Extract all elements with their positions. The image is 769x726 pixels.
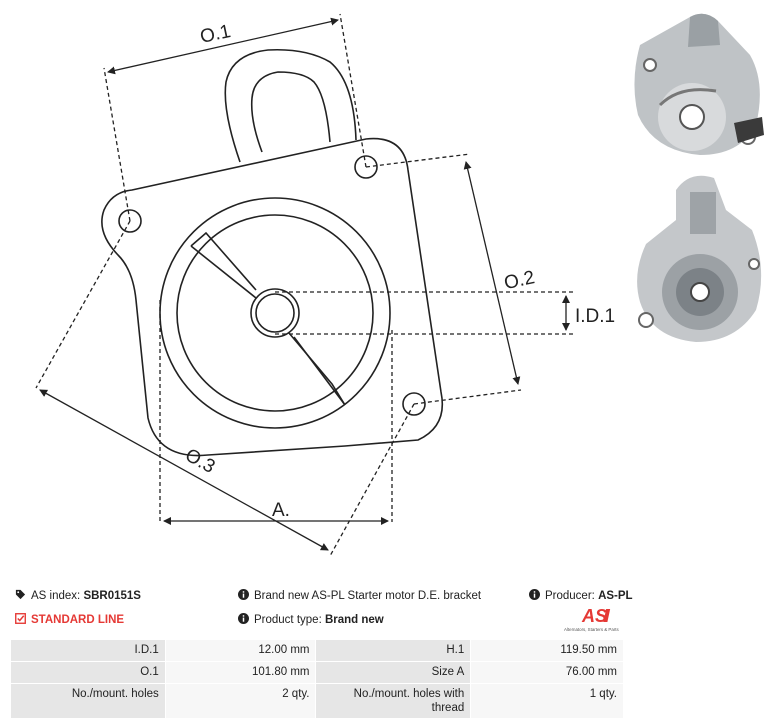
info-icon (238, 613, 249, 624)
label-id1: I.D.1 (575, 306, 615, 327)
spec-label: No./mount. holes with thread (315, 683, 472, 719)
table-row: O.1 101.80 mm Size A 76.00 mm (10, 661, 624, 684)
label-o3: O.3 (181, 445, 218, 478)
product-type-value: Brand new (324, 614, 384, 626)
product-photo-top[interactable] (630, 5, 769, 165)
label-a: A. (272, 500, 290, 521)
dim-o2 (463, 161, 521, 385)
specs-table: I.D.1 12.00 mm H.1 119.50 mm O.1 101.80 … (10, 639, 624, 719)
product-description: Brand new AS-PL Starter motor D.E. brack… (238, 589, 481, 602)
bracket-technical-drawing: O.1 O.2 O.3 I.D.1 A. (35, 13, 615, 557)
shaft-hole-inner (255, 293, 295, 333)
as-pl-logo: AS Alternators, Starters & Parts (564, 606, 619, 632)
as-index-value: SBR0151S (83, 590, 141, 602)
standard-line-badge: STANDARD LINE (15, 613, 124, 626)
inner-bore (176, 214, 374, 412)
info-icon (529, 589, 540, 600)
label-o2: O.2 (502, 267, 536, 294)
spec-value: 2 qty. (164, 683, 317, 719)
spec-value: 101.80 mm (164, 661, 317, 684)
shaft-hole-outer (250, 288, 300, 338)
producer-value: AS-PL (598, 590, 633, 602)
as-index: AS index: SBR0151S (15, 589, 141, 602)
tags-icon (15, 589, 26, 600)
check-square-icon (15, 613, 26, 624)
table-row: I.D.1 12.00 mm H.1 119.50 mm (10, 639, 624, 662)
product-photo-bottom[interactable] (630, 170, 769, 345)
table-row: No./mount. holes 2 qty. No./mount. holes… (10, 683, 624, 719)
dim-o3 (39, 389, 329, 551)
product-type: Product type: Brand new (238, 613, 384, 626)
spec-value: 119.50 mm (470, 639, 624, 662)
lifting-eye-inner (250, 71, 331, 153)
info-icon (238, 589, 249, 600)
spec-value: 1 qty. (470, 683, 624, 719)
spec-value: 12.00 mm (164, 639, 317, 662)
cutaway-sector (190, 231, 346, 406)
dim-o1 (107, 17, 339, 75)
svg-text:AS: AS (581, 606, 607, 626)
producer: Producer: AS-PL (529, 589, 633, 602)
spec-label: Size A (315, 661, 472, 684)
label-o1: O.1 (198, 21, 232, 48)
outer-bore (159, 197, 391, 429)
svg-text:Alternators, Starters & Parts: Alternators, Starters & Parts (564, 627, 619, 632)
spec-label: H.1 (315, 639, 472, 662)
spec-value: 76.00 mm (470, 661, 624, 684)
spec-label: I.D.1 (10, 639, 166, 662)
mount-hole-left (118, 209, 142, 233)
mount-hole-top (354, 155, 378, 179)
mount-hole-bottom (402, 392, 426, 416)
spec-label: No./mount. holes (10, 683, 166, 719)
bracket-outline (101, 137, 443, 457)
spec-label: O.1 (10, 661, 166, 684)
